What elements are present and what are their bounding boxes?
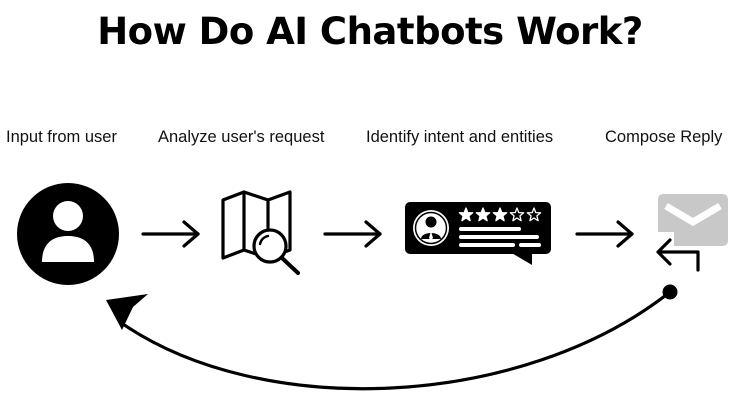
step-label-input: Input from user bbox=[6, 128, 117, 146]
star-filled-icon bbox=[492, 207, 508, 222]
star-filled-icon bbox=[458, 207, 474, 222]
arrow-right-icon bbox=[575, 220, 634, 248]
user-avatar-icon bbox=[17, 183, 119, 285]
arrow-right-icon bbox=[141, 220, 200, 248]
star-empty-icon bbox=[526, 207, 542, 222]
star-empty-icon bbox=[509, 207, 525, 222]
arrow-right-icon bbox=[323, 220, 382, 248]
step-label-compose: Compose Reply bbox=[605, 128, 723, 146]
return-loop-arrow bbox=[106, 284, 678, 391]
step-label-identify: Identify intent and entities bbox=[366, 128, 554, 146]
star-filled-icon bbox=[475, 207, 491, 222]
page-title: How Do AI Chatbots Work? bbox=[97, 10, 643, 53]
review-card-icon bbox=[405, 202, 551, 265]
step-label-analyze: Analyze user's request bbox=[158, 128, 325, 146]
rating-stars bbox=[458, 207, 542, 222]
map-search-icon bbox=[221, 190, 300, 275]
envelope-reply-icon bbox=[650, 194, 728, 272]
